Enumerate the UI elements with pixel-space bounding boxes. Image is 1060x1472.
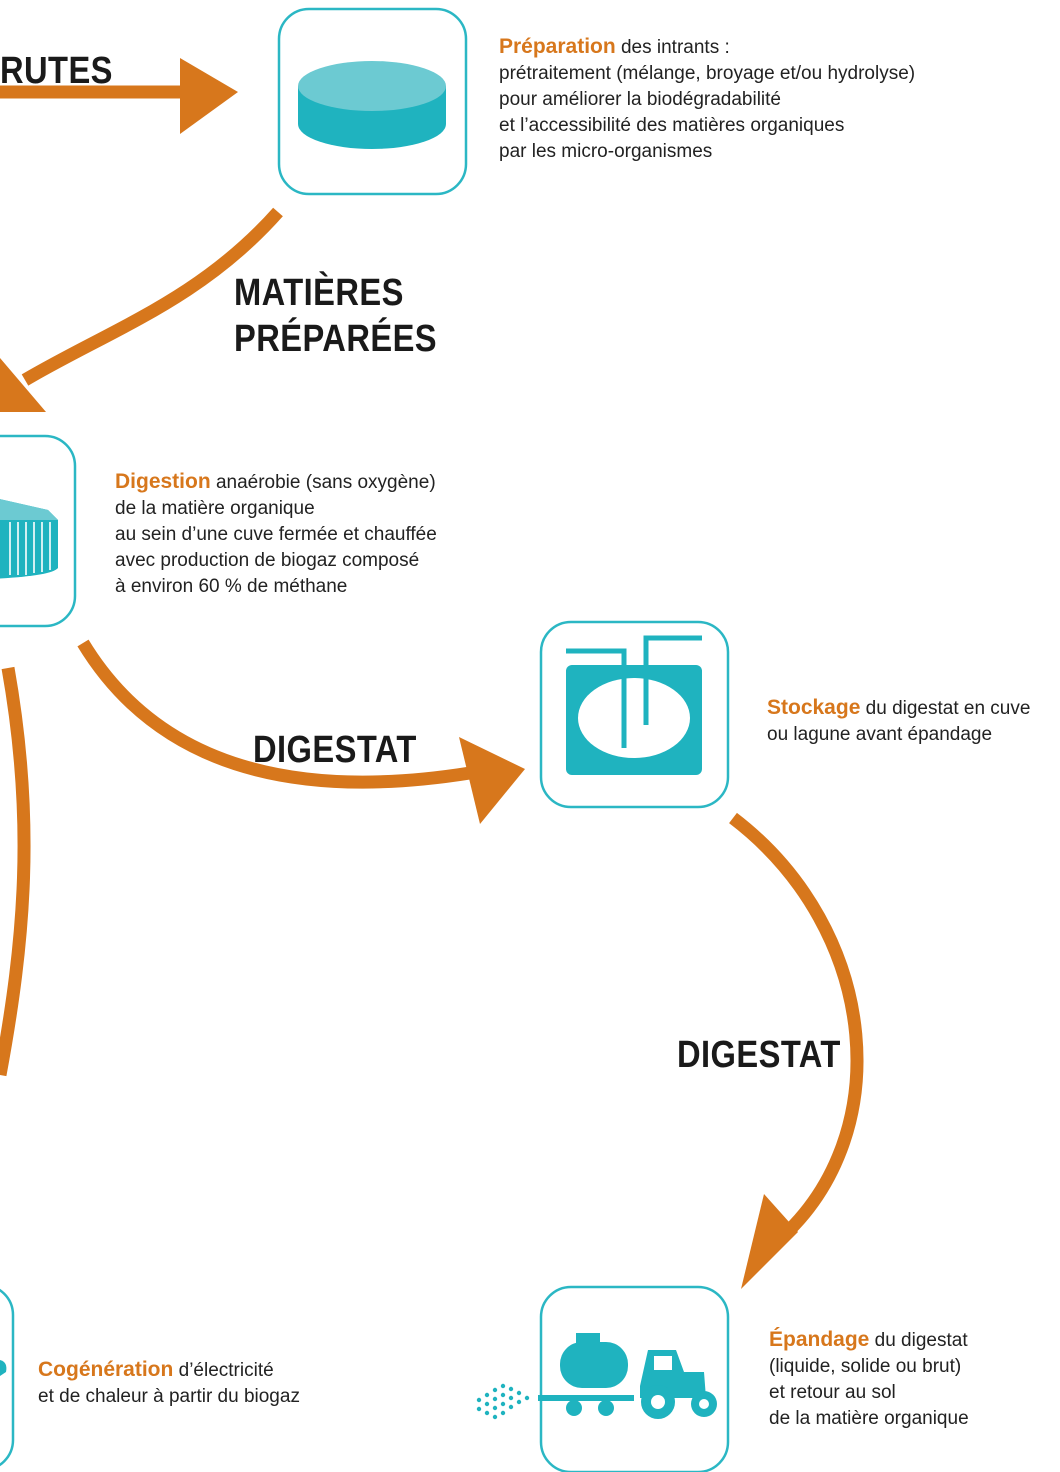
step-stockage-line: ou lagune avant épandage bbox=[767, 724, 993, 745]
arrow-digestat-2 bbox=[729, 812, 864, 1251]
label-matieres-preparees: MATIÈRES PRÉPARÉES bbox=[234, 270, 437, 362]
arrow-preparees bbox=[21, 207, 283, 386]
arrow-biogaz bbox=[0, 666, 31, 1077]
step-digestion-line: au sein d’une cuve fermée et chauffée bbox=[115, 524, 437, 545]
arrow-digestat-1 bbox=[77, 639, 472, 789]
step-cogeneration-line: et de chaleur à partir du biogaz bbox=[38, 1386, 300, 1407]
step-preparation-description: Préparation des intrants : prétraitement… bbox=[499, 34, 915, 165]
label-matieres-preparees-line-1: MATIÈRES bbox=[234, 272, 404, 314]
arrowhead-digestat-1 bbox=[459, 737, 525, 824]
label-digestat-2: DIGESTAT bbox=[677, 1034, 841, 1076]
step-epandage-intro: du digestat bbox=[869, 1330, 968, 1351]
digester-icon bbox=[0, 434, 77, 628]
step-preparation-line: par les micro-organismes bbox=[499, 141, 713, 162]
step-preparation-line: pour améliorer la biodégradabilité bbox=[499, 89, 782, 110]
step-epandage-line: et retour au sol bbox=[769, 1382, 896, 1403]
step-stockage-title: Stockage bbox=[767, 696, 861, 719]
step-epandage-line: de la matière organique bbox=[769, 1408, 969, 1429]
step-preparation-line: prétraitement (mélange, broyage et/ou hy… bbox=[499, 63, 916, 84]
step-stockage-description: Stockage du digestat en cuve ou lagune a… bbox=[767, 695, 1030, 748]
label-matieres-brutes: RUTES bbox=[0, 50, 113, 92]
tractor-spreader-icon bbox=[476, 1285, 730, 1472]
step-digestion-title: Digestion bbox=[115, 470, 211, 493]
label-matieres-preparees-line-2: PRÉPARÉES bbox=[234, 318, 438, 360]
storage-tank-icon bbox=[539, 620, 730, 809]
step-epandage-title: Épandage bbox=[769, 1328, 870, 1351]
arrowhead-preparees bbox=[0, 358, 46, 412]
step-digestion-line: avec production de biogaz composé bbox=[115, 550, 420, 571]
step-digestion-line: de la matière organique bbox=[115, 498, 315, 519]
step-cogeneration-intro: d’électricité bbox=[173, 1360, 274, 1381]
step-cogeneration-description: Cogénération d’électricité et de chaleur… bbox=[38, 1357, 300, 1410]
step-epandage-description: Épandage du digestat (liquide, solide ou… bbox=[769, 1327, 969, 1432]
label-digestat-1: DIGESTAT bbox=[253, 729, 417, 771]
step-digestion-description: Digestion anaérobie (sans oxygène) de la… bbox=[115, 469, 437, 600]
step-digestion-line: à environ 60 % de méthane bbox=[115, 576, 348, 597]
step-preparation-title: Préparation bbox=[499, 35, 616, 58]
step-preparation-line: et l’accessibilité des matières organiqu… bbox=[499, 115, 845, 136]
step-preparation-intro: des intrants : bbox=[615, 37, 730, 58]
arrowhead-digestat-2 bbox=[741, 1194, 798, 1289]
tank-icon bbox=[277, 7, 468, 196]
arrowhead-brutes bbox=[180, 58, 238, 134]
step-digestion-intro: anaérobie (sans oxygène) bbox=[210, 472, 436, 493]
cogeneration-icon bbox=[0, 1288, 15, 1467]
step-epandage-line: (liquide, solide ou brut) bbox=[769, 1356, 962, 1377]
step-stockage-intro: du digestat en cuve bbox=[860, 698, 1031, 719]
step-cogeneration-title: Cogénération bbox=[38, 1358, 174, 1381]
